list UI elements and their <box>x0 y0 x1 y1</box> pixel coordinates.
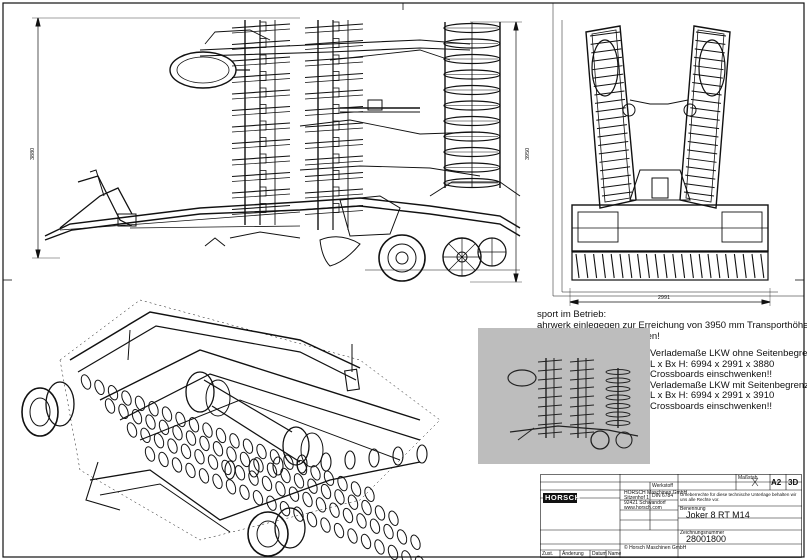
revision-label: Zust. <box>542 551 554 557</box>
drawing-number: 28001800 <box>686 534 727 544</box>
company-line: Sitzenhof 1 <box>624 495 650 501</box>
name-label: Benennung <box>680 506 706 512</box>
dim-side-height: 3880 <box>30 148 36 160</box>
company-logo: HORSCH <box>545 493 581 502</box>
note-line: Verlademaße LKW mit Seitenbegrenzung: <box>650 379 807 391</box>
norm-label: DIN 6784 <box>652 493 674 499</box>
drawing-name: Joker 8 RT M14 <box>686 510 750 520</box>
sheet-format: A2 <box>771 478 782 487</box>
note-line: Crossboards einschwenken!! <box>650 369 772 380</box>
loading-notes: Verlademaße LKW ohne Seitenbegrenzung: L… <box>650 349 807 412</box>
note-line: ahrwerk einlegegen zur Erreichung von 39… <box>537 320 807 331</box>
footer-company: © Horsch Maschinen GmbH <box>624 545 687 551</box>
dim-rear-width: 2991 <box>658 295 670 301</box>
view-label: 3D <box>788 478 799 487</box>
company-line: 92421 Schwandorf <box>624 500 666 506</box>
dim-side-height-right: 3950 <box>525 148 531 160</box>
number-label: Zeichnungsnummer <box>680 530 725 536</box>
side-view-discs <box>231 21 501 215</box>
revision-label: Name <box>608 551 622 557</box>
note-line: L x Bx H: 6994 x 2991 x 3880 <box>650 358 775 370</box>
isometric-view <box>21 299 441 557</box>
revision-label: Änderung <box>562 551 584 557</box>
note-line: sport im Betrieb: <box>537 309 607 320</box>
title-block: HORSCH HORSCH Maschinen GmbH Sitzenhof 1… <box>540 474 802 558</box>
protection-note: Urheberrechte für diese technische Unter… <box>680 492 797 502</box>
rear-view <box>561 20 778 306</box>
inset-photo <box>478 328 650 464</box>
revision-label: Datum <box>592 551 607 557</box>
note-line: Verlademaße LKW ohne Seitenbegrenzung: <box>650 348 807 359</box>
company-line: www.horsch.com <box>624 505 662 511</box>
rear-view-details <box>575 31 765 279</box>
scale-label: Maßstab <box>738 475 758 481</box>
material-label: Werkstoff <box>652 483 673 489</box>
note-line: L x Bx H: 6994 x 2991 x 3910 <box>650 390 775 401</box>
note-line: Crossboards einschwenken!! <box>650 400 772 412</box>
isometric-view-discs <box>80 374 428 560</box>
inset-machine-sketch <box>507 358 639 450</box>
title-block-grid <box>540 474 802 558</box>
company-line: HORSCH Maschinen GmbH <box>624 490 688 496</box>
